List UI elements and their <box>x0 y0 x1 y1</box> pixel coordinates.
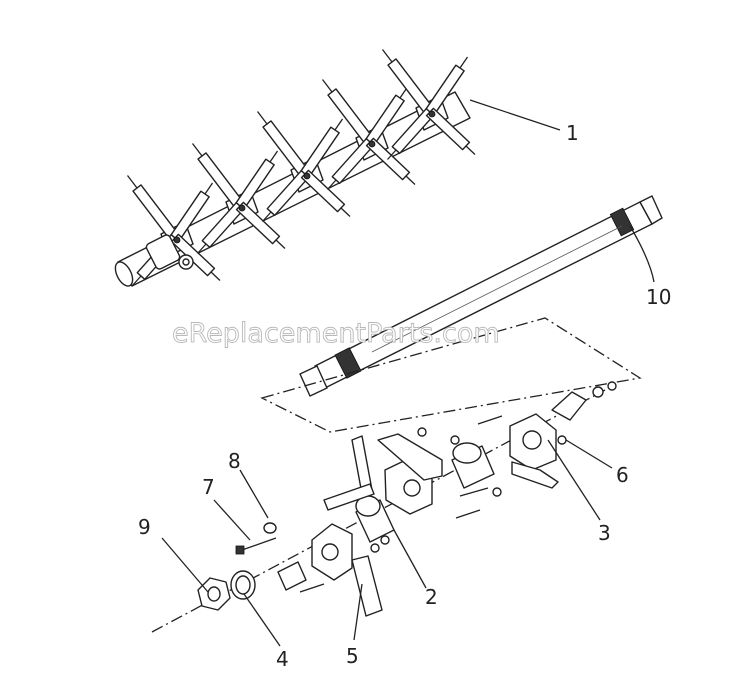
tine-tip <box>197 243 207 254</box>
leader-lines <box>161 99 655 647</box>
tine-reel-assembly <box>114 49 476 287</box>
tine-tip <box>132 275 142 286</box>
callout-2: 2 <box>425 585 438 609</box>
callout-7: 7 <box>202 475 215 499</box>
callout-6: 6 <box>616 463 629 487</box>
callout-5: 5 <box>346 644 359 668</box>
tine-tip <box>334 118 344 131</box>
exploded-hardware <box>197 381 617 617</box>
tine-tip <box>256 111 268 125</box>
tine-tip <box>327 179 337 190</box>
tine-tip <box>387 149 397 160</box>
callout-4: 4 <box>276 647 289 671</box>
callout-3: 3 <box>598 521 611 545</box>
tine-tip <box>459 56 469 69</box>
hub-bolt <box>303 172 311 180</box>
tine-tip <box>381 49 393 63</box>
tine-tip <box>262 211 272 222</box>
hub-bolt <box>368 140 376 148</box>
tine-tip <box>275 239 286 249</box>
tine-tip <box>210 271 221 281</box>
tine-tip <box>269 150 279 163</box>
hub-bolt <box>173 236 181 244</box>
tine-tip <box>204 182 214 195</box>
tine-tip <box>465 145 476 155</box>
tine-tip <box>321 79 333 93</box>
shaft <box>299 195 663 397</box>
tine-tip <box>191 143 203 157</box>
callout-10: 10 <box>646 285 671 309</box>
hub-bolt <box>238 204 246 212</box>
tine-tip <box>405 175 416 185</box>
tine-tip <box>340 207 351 217</box>
callout-9: 9 <box>138 515 151 539</box>
callout-8: 8 <box>228 449 241 473</box>
callout-1: 1 <box>566 121 579 145</box>
watermark: eReplacementParts.com <box>172 318 500 349</box>
tine-tip <box>126 175 138 189</box>
hub-bolt <box>428 110 436 118</box>
